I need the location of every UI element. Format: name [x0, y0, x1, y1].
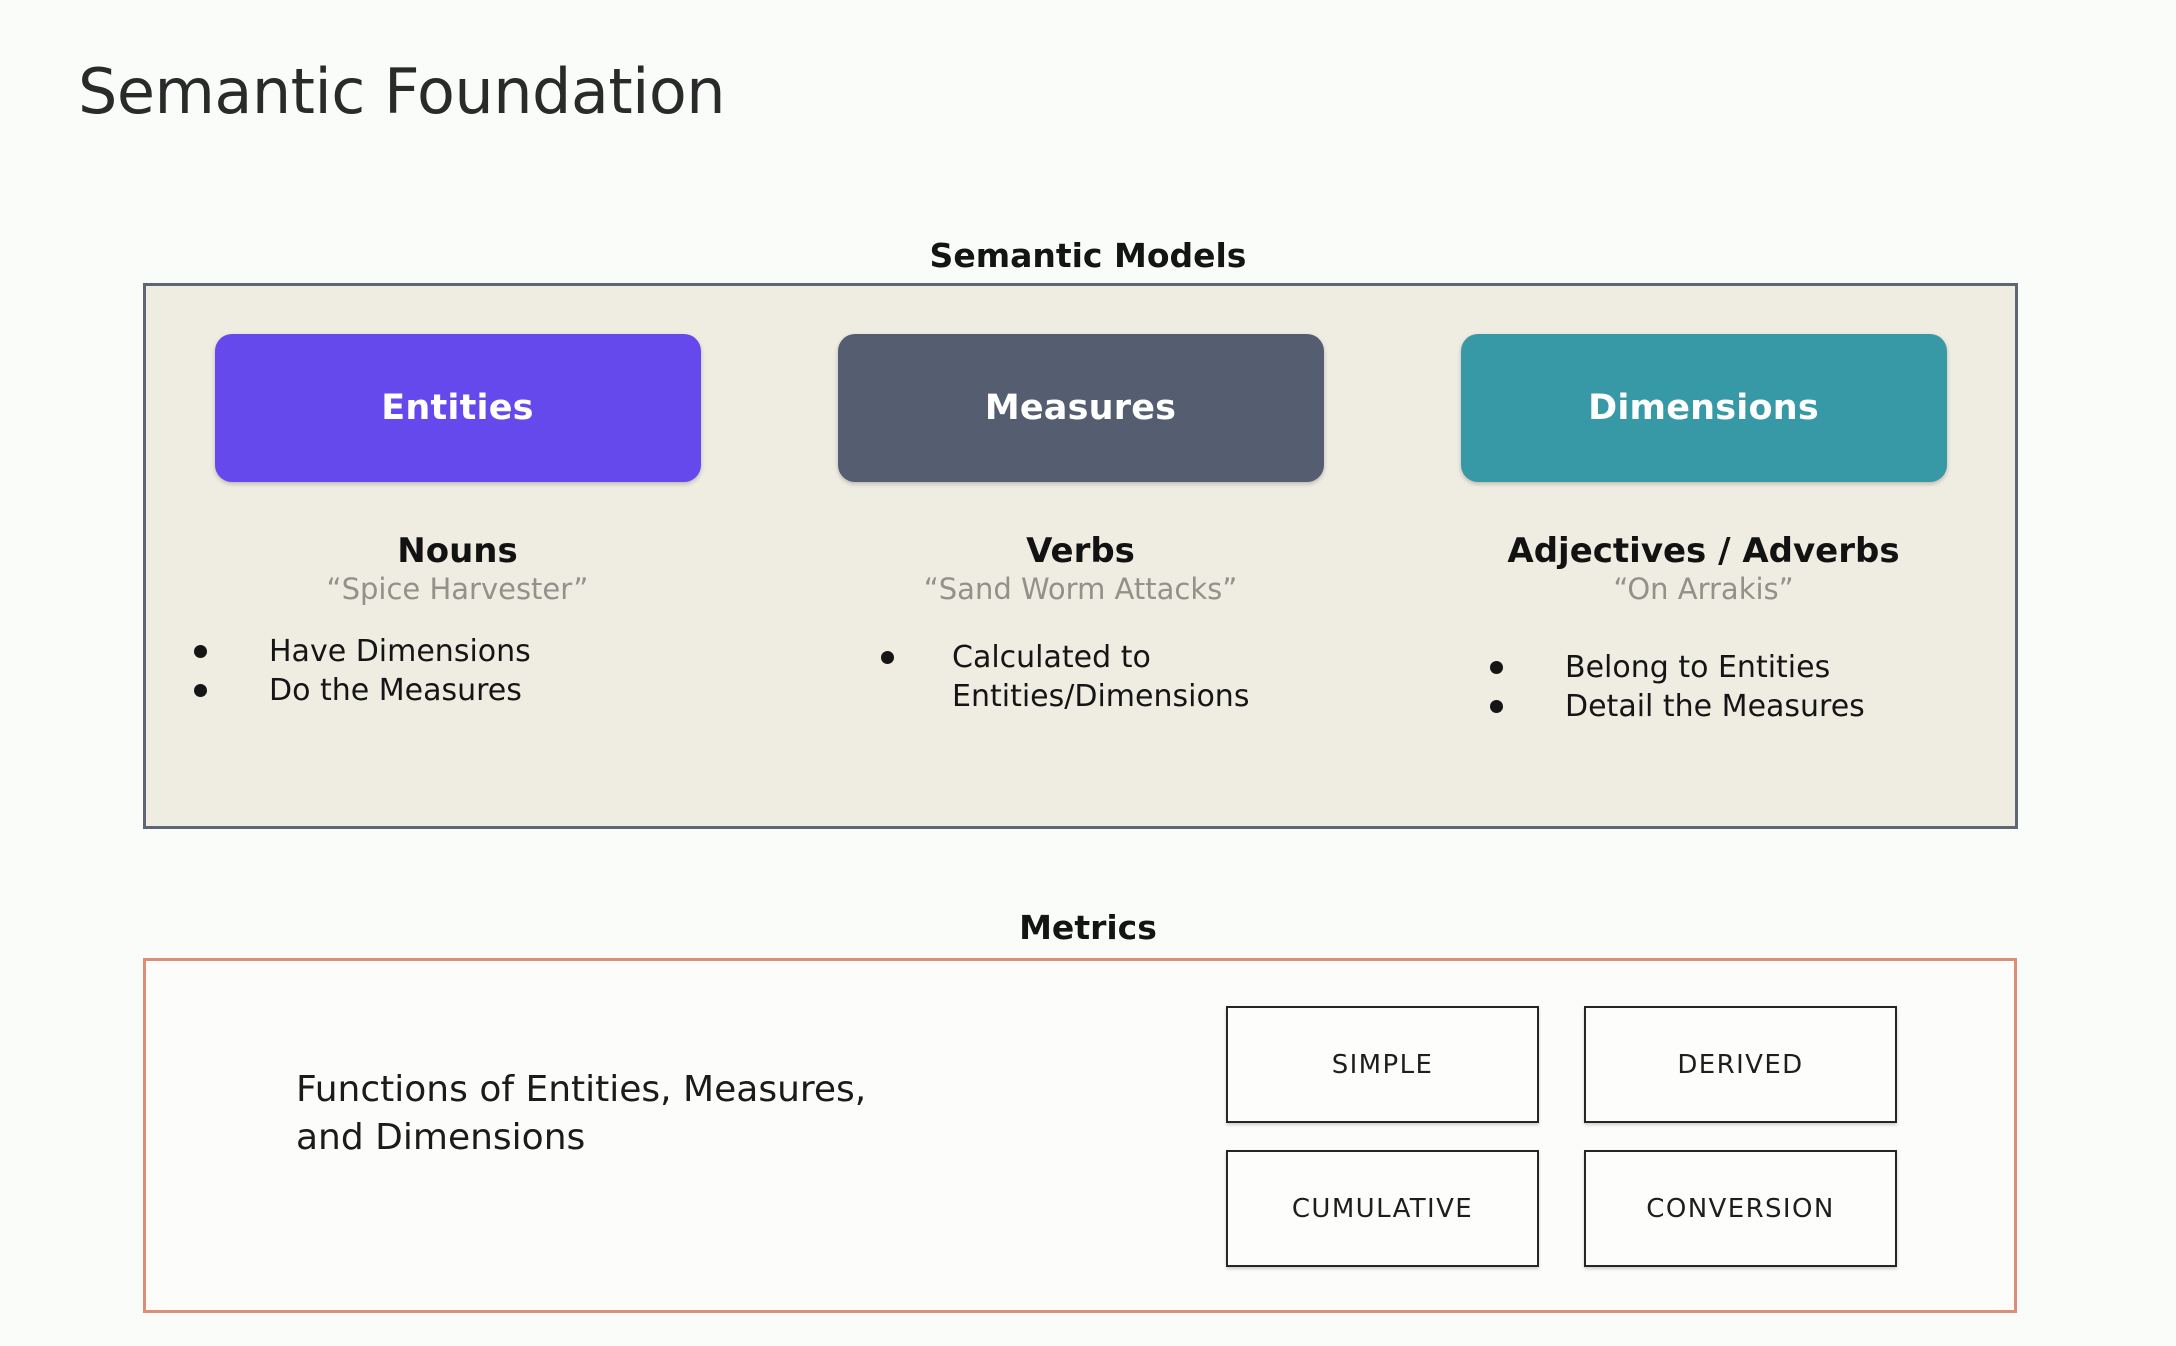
metric-type-cumulative[interactable]: CUMULATIVE: [1226, 1150, 1539, 1267]
metric-type-derived[interactable]: DERIVED: [1584, 1006, 1897, 1123]
bullet-dot-icon: [1490, 660, 1503, 674]
model-chip-measures[interactable]: Measures: [837, 334, 1324, 482]
bullet-dot-icon: [194, 684, 207, 698]
model-example-entities: “Spice Harvester”: [326, 571, 589, 606]
model-chip-entities[interactable]: Entities: [214, 334, 701, 482]
bullet-dot-icon: [194, 644, 207, 658]
semantic-model-column-entities: Entities Nouns “Spice Harvester” Have Di…: [146, 286, 769, 826]
model-bullet-text: Calculated to Entities/Dimensions: [952, 639, 1250, 715]
model-bullet-list-dimensions: Belong to Entities Detail the Measures: [1392, 648, 2015, 727]
model-bullet-text: Detail the Measures: [1565, 689, 1865, 725]
model-bullet-text: Have Dimensions: [269, 633, 531, 669]
metric-type-conversion[interactable]: CONVERSION: [1584, 1150, 1897, 1267]
model-bullet-list-entities: Have Dimensions Do the Measures: [146, 632, 769, 711]
list-item: Calculated to Entities/Dimensions: [881, 638, 1249, 717]
semantic-models-panel: Entities Nouns “Spice Harvester” Have Di…: [143, 283, 2018, 829]
model-bullet-list-measures: Calculated to Entities/Dimensions: [769, 638, 1392, 717]
page-title: Semantic Foundation: [78, 55, 726, 128]
model-example-dimensions: “On Arrakis”: [1613, 571, 1794, 606]
bullet-dot-icon: [1490, 700, 1503, 714]
metric-type-grid: SIMPLE DERIVED CUMULATIVE CONVERSION: [1226, 1006, 1897, 1267]
metrics-description: Functions of Entities, Measures, and Dim…: [296, 1069, 867, 1159]
model-example-measures: “Sand Worm Attacks”: [923, 571, 1238, 606]
model-chip-dimensions[interactable]: Dimensions: [1460, 334, 1947, 482]
list-item: Have Dimensions: [194, 632, 531, 672]
list-item: Do the Measures: [194, 671, 522, 711]
model-part-of-speech-measures: Verbs: [1026, 531, 1135, 571]
list-item: Detail the Measures: [1490, 687, 1865, 727]
model-part-of-speech-entities: Nouns: [397, 531, 518, 571]
model-bullet-text: Belong to Entities: [1565, 649, 1831, 685]
bullet-dot-icon: [881, 650, 894, 664]
list-item: Belong to Entities: [1490, 648, 1830, 688]
model-part-of-speech-dimensions: Adjectives / Adverbs: [1507, 531, 1900, 571]
metrics-caption: Metrics: [1019, 908, 1157, 947]
semantic-model-column-measures: Measures Verbs “Sand Worm Attacks” Calcu…: [769, 286, 1392, 826]
semantic-models-caption: Semantic Models: [929, 236, 1247, 275]
metrics-panel: Functions of Entities, Measures, and Dim…: [143, 958, 2017, 1313]
semantic-model-column-dimensions: Dimensions Adjectives / Adverbs “On Arra…: [1392, 286, 2015, 826]
metric-type-simple[interactable]: SIMPLE: [1226, 1006, 1539, 1123]
model-bullet-text: Do the Measures: [269, 673, 522, 709]
semantic-models-columns: Entities Nouns “Spice Harvester” Have Di…: [146, 286, 2015, 826]
